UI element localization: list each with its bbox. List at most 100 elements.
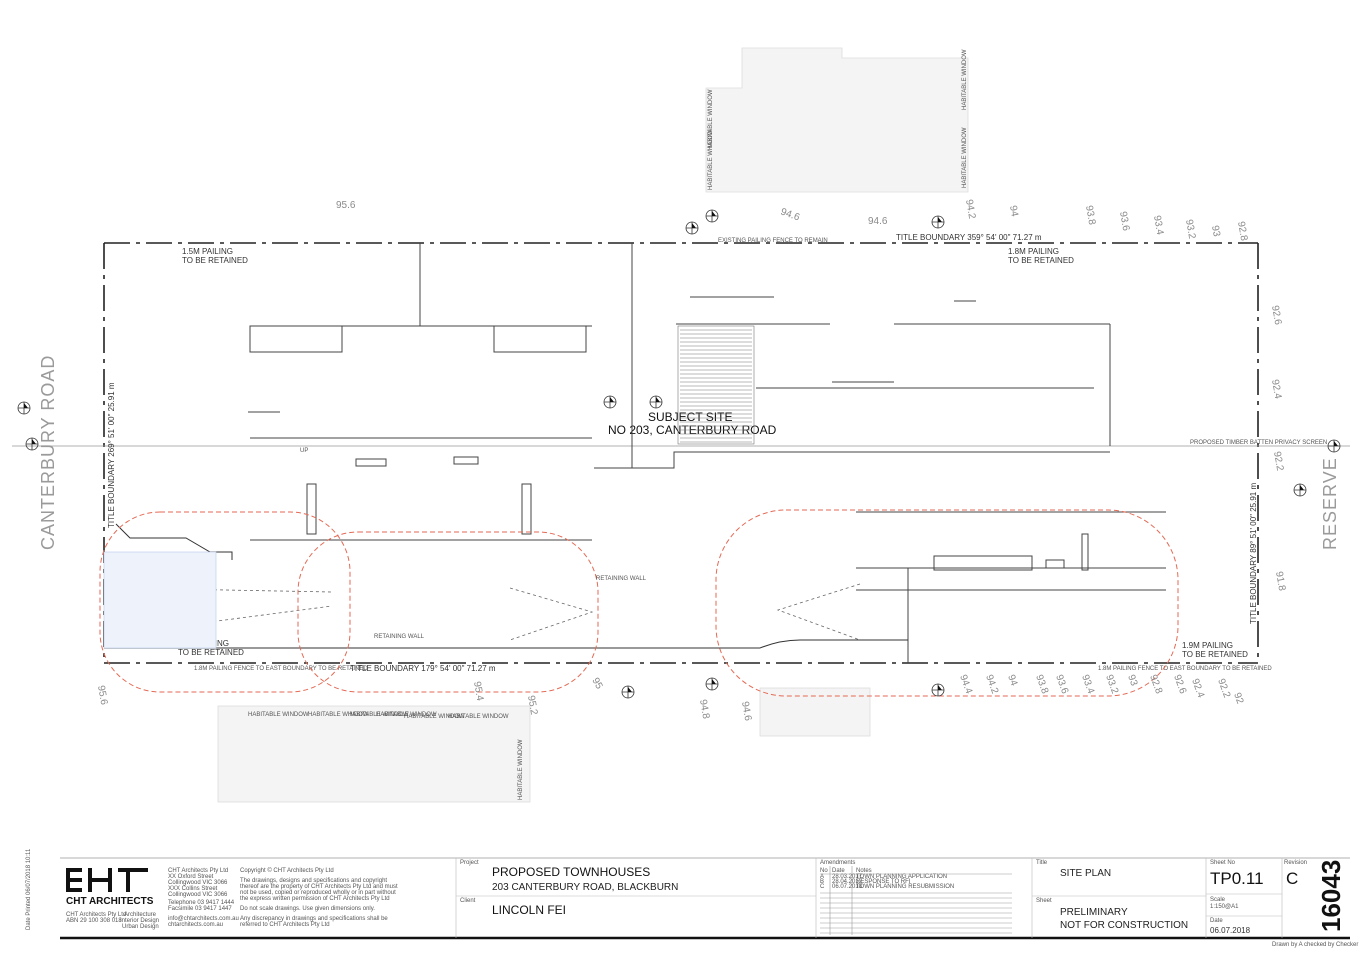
fence-note-sw: TO BE RETAINED: [178, 648, 244, 657]
status-not-for-construction: NOT FOR CONSTRUCTION: [1060, 920, 1188, 931]
contour-label: 93.2: [1103, 673, 1120, 695]
retaining-wall-label: RETAINING WALL: [596, 576, 647, 582]
contour-label: 91.8: [1273, 571, 1287, 593]
level-marker: [1327, 439, 1341, 453]
boundary-east-label: TITLE BOUNDARY 89° 51' 00" 25.91 m: [1249, 483, 1258, 624]
amend-header: Notes: [856, 868, 872, 874]
contour-label: 94.2: [963, 199, 977, 221]
subject-site-label: SUBJECT SITE: [648, 410, 732, 424]
client-name: LINCOLN FEI: [492, 903, 566, 917]
firm-name: CHT Architects Pty Ltd: [168, 868, 228, 874]
sheet-caption: Sheet: [1036, 898, 1052, 904]
date-caption: Date: [1210, 918, 1223, 924]
fence-note-nw: TO BE RETAINED: [182, 256, 248, 265]
contour-label: 95: [589, 676, 604, 692]
level-marker: [685, 221, 699, 235]
client-caption: Client: [460, 898, 476, 904]
contour-label: 95.6: [95, 685, 109, 707]
copyright-line: thereof are the property of CHT Architec…: [240, 884, 398, 890]
contour-label: 95.4: [471, 681, 485, 703]
fence-note-south-line: 1.8M PAILING FENCE TO EAST BOUNDARY TO B…: [194, 666, 368, 672]
contour-label: 94.8: [697, 699, 711, 721]
fence-note-nw: 1.5M PAILING: [182, 247, 233, 256]
amendment-cell: RESPONSE TO RFI: [856, 879, 911, 885]
contours-east: 92.6 92.4 92.2 91.8: [1269, 305, 1287, 593]
amendment-cell: B: [820, 879, 824, 885]
fence-note-south-line-east: 1.8M PAILING FENCE TO EAST BOUNDARY TO B…: [1098, 666, 1272, 672]
cht-logo: [66, 868, 148, 892]
title-block: CHT ARCHITECTS CHT Architects Pty Ltd AB…: [26, 848, 1358, 948]
contour-label: 94: [1005, 673, 1019, 688]
contour-label: 93.8: [1083, 205, 1097, 227]
contour-label: 94.4: [957, 673, 974, 695]
window-label: HABITABLE WINDOW: [404, 714, 465, 720]
firm-line: Collingwood VIC 3066: [168, 880, 228, 886]
contour-label: 92.8: [1147, 673, 1164, 695]
south-window-labels: HABITABLE WINDOW HABITABLE WINDOW HABITA…: [248, 712, 524, 800]
window-label: HABITABLE WINDOW: [708, 129, 714, 190]
contour-label: 93.4: [1079, 673, 1096, 695]
tree-canopies: [99, 509, 1179, 697]
revision-value: C: [1286, 869, 1298, 888]
contour-label: 94.6: [779, 206, 801, 223]
window-label: HABITABLE WINDOW: [376, 712, 437, 718]
south-driveway-edge: [104, 523, 908, 649]
copyright-line: not be used, copied or reproduced wholly…: [240, 890, 396, 896]
print-note: Date Printed 06/07/2018 10:11: [26, 848, 32, 930]
fence-note-north-line: EXISTING PAILING FENCE TO REMAIN: [718, 238, 828, 244]
firm-service: Urban Design: [122, 924, 159, 930]
firm-line: XXX Collins Street: [168, 886, 218, 892]
level-marker: [931, 215, 945, 229]
firm-line: info@chtarchitects.com.au: [168, 916, 239, 922]
window-label: HABITABLE WINDOW: [348, 712, 409, 718]
level-marker: [931, 683, 945, 697]
sheet-number: TP0.11: [1210, 869, 1264, 888]
amend-header: No: [820, 868, 828, 874]
road-label-west: CANTERBURY ROAD: [38, 355, 58, 550]
level-marker: [17, 401, 31, 415]
north-window-labels: HABITABLE WINDOW HABITABLE WINDOW HABITA…: [708, 49, 968, 190]
window-label: HABITABLE WINDOW: [448, 714, 509, 720]
window-label: HABITABLE WINDOW: [708, 89, 714, 150]
fence-note-ne: 1.8M PAILING: [1008, 247, 1059, 256]
firm-line: Facsimile 03 9417 1447: [168, 906, 232, 912]
contour-label: 93: [1125, 673, 1139, 688]
amendments-caption: Amendments: [820, 860, 855, 866]
boundary-south-label: TITLE BOUNDARY 179° 54' 00" 71.27 m: [350, 664, 496, 673]
level-marker: [1293, 483, 1307, 497]
window-label: HABITABLE WINDOW: [248, 712, 309, 718]
firm-line: XX Oxford Street: [168, 874, 214, 880]
stair-up-label: UP: [300, 448, 308, 454]
contour-label: 93.4: [1151, 215, 1165, 237]
level-marker: [603, 395, 617, 409]
project-name: PROPOSED TOWNHOUSES: [492, 865, 650, 879]
neighbour-south-building: [217, 687, 871, 803]
road-label-east: RESERVE: [1320, 457, 1340, 550]
contour-label: 94: [1007, 205, 1020, 218]
contour-label: 94.6: [739, 701, 753, 723]
contour-label: 93.6: [1053, 673, 1070, 695]
scale-caption: Scale: [1210, 897, 1226, 903]
title-boundary: [103, 242, 1259, 664]
contour-label: 93.6: [1117, 211, 1131, 233]
driveway-linework: [117, 583, 861, 641]
contour-label: 92.2: [1271, 451, 1285, 473]
fence-note-east-screen: PROPOSED TIMBER BATTEN PRIVACY SCREEN: [1190, 440, 1327, 446]
pervious-area: [103, 551, 217, 649]
fence-note-ne: TO BE RETAINED: [1008, 256, 1074, 265]
contour-label: 92.8: [1235, 221, 1249, 243]
copyright-line: referred to CHT Architects Pty Ltd: [240, 922, 330, 928]
retaining-wall-label: RETAINING WALL: [374, 634, 425, 640]
firm-service: Architecture: [124, 912, 157, 918]
firm-sub-line: CHT Architects Pty Ltd: [66, 912, 126, 918]
firm-line: Telephone 03 9417 1444: [168, 900, 235, 906]
sheet-no-caption: Sheet No: [1210, 860, 1236, 866]
contours-north: 95.6 94.6 94.6 94.2 94 93.8 93.6 93.4 93…: [336, 199, 1249, 243]
copyright-line: Copyright © CHT Architects Pty Ltd: [240, 867, 334, 874]
contour-label: 93.8: [1033, 673, 1050, 695]
amendment-cell: TOWN PLANNING RESUBMISSION: [856, 884, 954, 890]
amendment-cell: TOWN PLANNING APPLICATION: [856, 874, 947, 880]
copyright-line: the express written permission of CHT Ar…: [240, 896, 390, 902]
